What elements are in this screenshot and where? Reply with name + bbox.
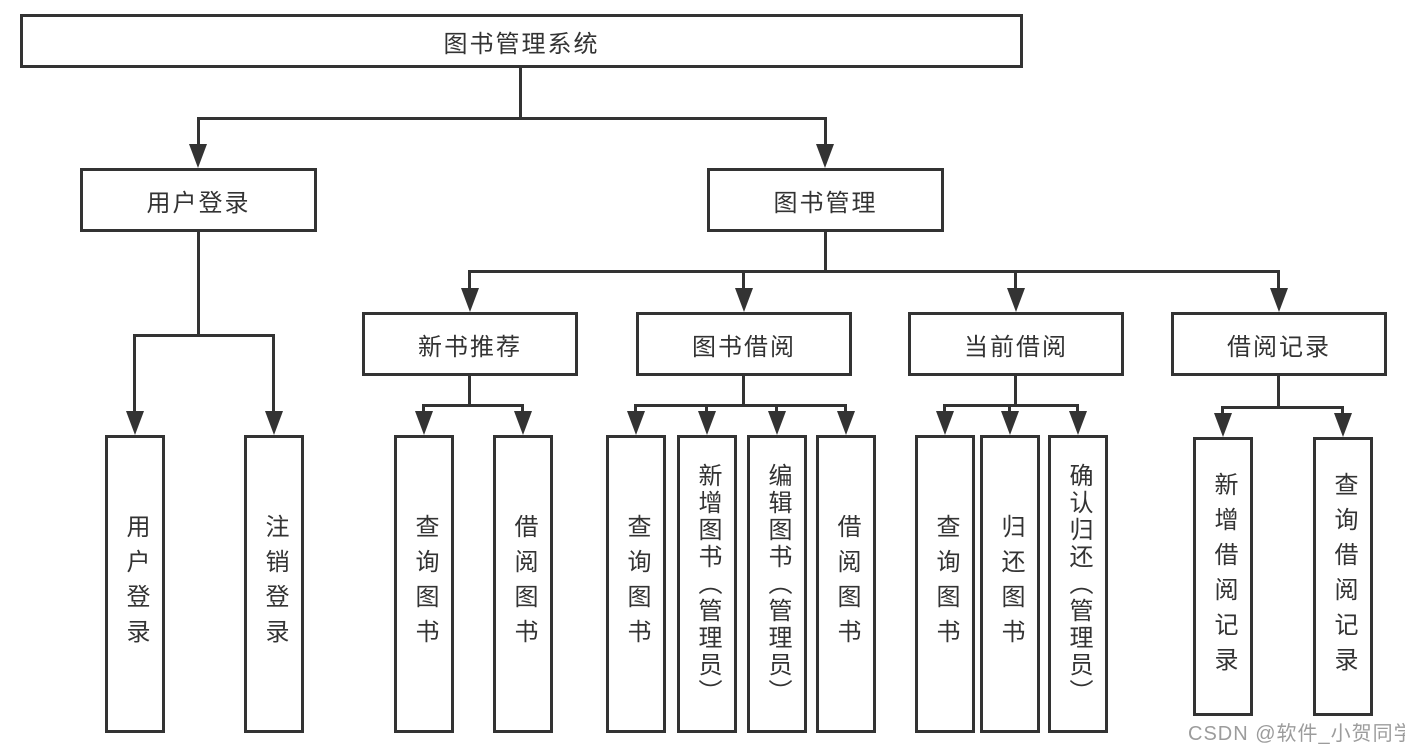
arrowhead-down-icon	[1069, 411, 1087, 435]
node-current-borrow: 当前借阅	[908, 312, 1124, 376]
leaf-logout-label: 注销登录	[261, 514, 288, 654]
node-book-borrow: 图书借阅	[636, 312, 852, 376]
arrowhead-down-icon	[126, 411, 144, 435]
leaf-return-books-label: 归还图书	[997, 514, 1024, 654]
connector-line	[1221, 406, 1344, 409]
connector-line	[272, 335, 275, 413]
arrowhead-down-icon	[768, 411, 786, 435]
leaf-query-books-recommend: 查询图书	[394, 435, 454, 733]
connector-line	[634, 405, 637, 414]
leaf-user-login-label: 用户登录	[122, 514, 149, 654]
connector-line	[1277, 271, 1280, 290]
node-new-book-recommend: 新书推荐	[362, 312, 578, 376]
connector-line	[1014, 376, 1017, 406]
connector-line	[844, 405, 847, 414]
connector-line	[824, 232, 827, 271]
node-new-book-recommend-label: 新书推荐	[418, 333, 522, 361]
leaf-query-books-borrow: 查询图书	[606, 435, 666, 733]
leaf-return-books: 归还图书	[980, 435, 1040, 733]
arrowhead-down-icon	[1001, 411, 1019, 435]
node-library-system-label: 图书管理系统	[443, 30, 600, 58]
leaf-edit-books-admin-label: 编辑图书（管理员）	[764, 462, 791, 706]
arrowhead-down-icon	[189, 144, 207, 168]
connector-line	[943, 404, 1079, 407]
arrowhead-down-icon	[816, 144, 834, 168]
leaf-query-borrow-record: 查询借阅记录	[1313, 437, 1373, 716]
node-borrow-records: 借阅记录	[1171, 312, 1387, 376]
leaf-borrow-books-recommend: 借阅图书	[493, 435, 553, 733]
connector-line	[824, 118, 827, 146]
connector-line	[468, 376, 471, 406]
leaf-borrow-books-label: 借阅图书	[833, 514, 860, 654]
leaf-query-books-borrow-label: 查询图书	[623, 514, 650, 654]
arrowhead-down-icon	[735, 288, 753, 312]
leaf-query-borrow-record-label: 查询借阅记录	[1330, 471, 1357, 682]
leaf-confirm-return-admin-label: 确认归还（管理员）	[1065, 462, 1092, 706]
leaf-add-borrow-record-label: 新增借阅记录	[1210, 471, 1237, 682]
leaf-add-books-admin-label: 新增图书（管理员）	[694, 462, 721, 706]
leaf-add-borrow-record: 新增借阅记录	[1193, 437, 1253, 716]
node-user-login: 用户登录	[80, 168, 317, 232]
arrowhead-down-icon	[627, 411, 645, 435]
connector-line	[468, 270, 1280, 273]
connector-line	[133, 334, 275, 337]
leaf-logout: 注销登录	[244, 435, 304, 733]
node-book-borrow-label: 图书借阅	[692, 333, 796, 361]
arrowhead-down-icon	[461, 288, 479, 312]
connector-line	[197, 232, 200, 335]
connector-line	[1277, 376, 1280, 407]
node-library-system: 图书管理系统	[20, 14, 1023, 68]
leaf-borrow-books: 借阅图书	[816, 435, 876, 733]
connector-line	[197, 117, 827, 120]
arrowhead-down-icon	[415, 411, 433, 435]
connector-line	[1014, 271, 1017, 290]
node-user-login-label: 用户登录	[146, 189, 251, 217]
connector-line	[1076, 405, 1079, 414]
leaf-edit-books-admin: 编辑图书（管理员）	[747, 435, 807, 733]
arrowhead-down-icon	[1214, 413, 1232, 437]
node-borrow-records-label: 借阅记录	[1227, 333, 1331, 361]
node-book-management: 图书管理	[707, 168, 944, 232]
leaf-add-books-admin: 新增图书（管理员）	[677, 435, 737, 733]
connector-line	[133, 335, 136, 413]
connector-line	[519, 68, 522, 118]
node-current-borrow-label: 当前借阅	[964, 333, 1068, 361]
connector-line	[1008, 405, 1011, 414]
connector-line	[197, 118, 200, 146]
leaf-borrow-books-recommend-label: 借阅图书	[510, 514, 537, 654]
connector-line	[634, 404, 847, 407]
watermark-text: CSDN @软件_小贺同学	[1188, 723, 1405, 745]
connector-line	[422, 405, 425, 414]
connector-line	[1341, 407, 1344, 415]
leaf-user-login: 用户登录	[105, 435, 165, 733]
leaf-confirm-return-admin: 确认归还（管理员）	[1048, 435, 1108, 733]
connector-line	[521, 405, 524, 414]
arrowhead-down-icon	[698, 411, 716, 435]
connector-line	[775, 405, 778, 414]
leaf-query-books-current: 查询图书	[915, 435, 975, 733]
arrowhead-down-icon	[1270, 288, 1288, 312]
connector-line	[705, 405, 708, 414]
arrowhead-down-icon	[837, 411, 855, 435]
node-book-management-label: 图书管理	[773, 189, 878, 217]
connector-line	[742, 376, 745, 406]
arrowhead-down-icon	[265, 411, 283, 435]
leaf-query-books-recommend-label: 查询图书	[411, 514, 438, 654]
leaf-query-books-current-label: 查询图书	[932, 514, 959, 654]
connector-line	[468, 271, 471, 290]
connector-line	[1221, 407, 1224, 415]
connector-line	[742, 271, 745, 290]
arrowhead-down-icon	[1007, 288, 1025, 312]
arrowhead-down-icon	[936, 411, 954, 435]
connector-line	[422, 404, 524, 407]
arrowhead-down-icon	[1334, 413, 1352, 437]
arrowhead-down-icon	[514, 411, 532, 435]
connector-line	[943, 405, 946, 414]
